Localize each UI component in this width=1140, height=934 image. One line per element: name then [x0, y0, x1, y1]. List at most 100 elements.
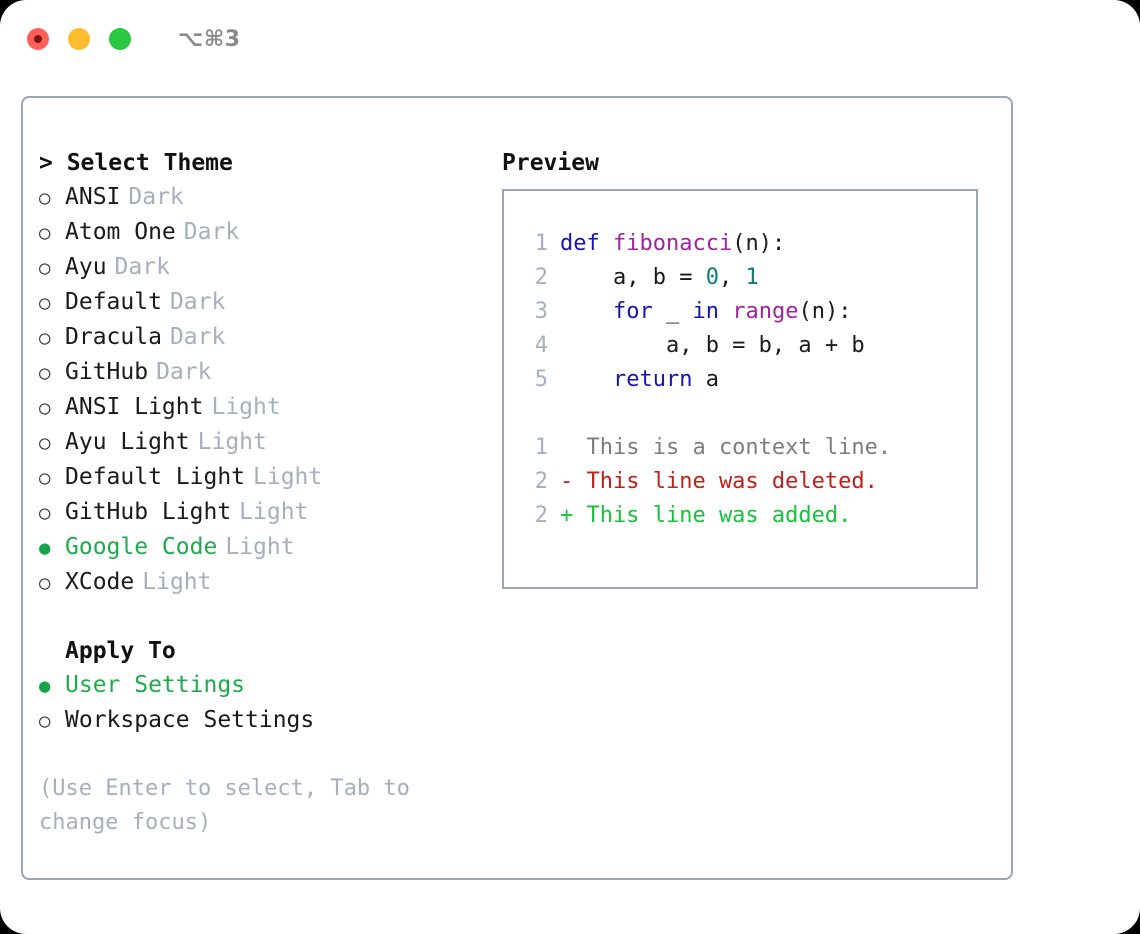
theme-option-variant: Light	[142, 569, 212, 595]
apply-to-option-label: User Settings	[65, 672, 246, 698]
code-token-plain: (n):	[732, 231, 786, 256]
radio-unselected-icon: ○	[39, 362, 51, 384]
theme-list-header: > Select Theme	[39, 150, 233, 176]
diff-line-del: 2- This line was deleted.	[522, 465, 976, 499]
theme-option-github[interactable]: ○ GitHub Dark	[39, 355, 488, 390]
theme-option-default[interactable]: ○ Default Dark	[39, 285, 488, 320]
code-token-plain: a, b =	[560, 265, 706, 290]
radio-unselected-icon: ○	[39, 502, 51, 524]
radio-unselected-icon: ○	[39, 292, 51, 314]
radio-selected-icon: ●	[39, 675, 51, 697]
line-number: 2	[534, 503, 548, 528]
radio-unselected-icon: ○	[39, 432, 51, 454]
radio-unselected-icon: ○	[39, 327, 51, 349]
theme-option-label: Default	[65, 289, 162, 315]
keyboard-shortcut-label: ⌥⌘3	[178, 26, 241, 52]
theme-option-label: XCode	[65, 569, 135, 595]
code-token-plain: a, b = b, a + b	[560, 333, 865, 358]
code-token-plain: ,	[718, 265, 746, 290]
theme-option-xcode[interactable]: ○ XCode Light	[39, 565, 488, 600]
radio-unselected-icon: ○	[39, 710, 51, 732]
diff-line-content: + This line was added.	[560, 503, 852, 528]
theme-option-variant: Dark	[169, 289, 226, 315]
theme-option-label: Default Light	[65, 464, 246, 490]
code-token-plain	[560, 299, 613, 324]
diff-sample: 1 This is a context line.2- This line wa…	[522, 431, 976, 533]
code-line-content: for _ in range(n):	[560, 295, 851, 329]
line-number: 1	[534, 231, 548, 256]
code-token-plain	[719, 299, 732, 324]
line-number: 4	[534, 333, 548, 358]
theme-option-atom-one[interactable]: ○ Atom One Dark	[39, 215, 488, 250]
diff-line-add: 2 + This line was added.	[522, 499, 976, 533]
radio-unselected-icon: ○	[39, 467, 51, 489]
theme-option-variant: Light	[239, 499, 309, 525]
radio-unselected-icon: ○	[39, 397, 51, 419]
code-token-kw: return	[612, 367, 693, 392]
radio-selected-icon: ●	[39, 537, 51, 559]
code-line-content: return a	[560, 363, 719, 397]
theme-option-variant: Light	[211, 394, 281, 420]
theme-option-variant: Dark	[114, 254, 170, 280]
theme-option-ayu[interactable]: ○ Ayu Dark	[39, 250, 488, 285]
code-token-plain: (n):	[798, 299, 852, 324]
close-icon	[34, 35, 42, 43]
theme-option-label: GitHub	[65, 359, 149, 385]
apply-to-options-list: ● User Settings ○ Workspace Settings	[39, 668, 488, 738]
theme-option-variant: Light	[225, 534, 295, 560]
apply-to-option-workspace-settings[interactable]: ○ Workspace Settings	[39, 703, 488, 738]
theme-option-variant: Dark	[156, 359, 212, 385]
theme-option-dracula[interactable]: ○ Dracula Dark	[39, 320, 488, 355]
theme-option-label: Atom One	[65, 219, 176, 245]
code-token-plain	[560, 367, 613, 392]
keyboard-hint-text: (Use Enter to select, Tab to change focu…	[39, 776, 410, 835]
code-line-content: def fibonacci(n):	[560, 227, 785, 261]
theme-option-ansi-light[interactable]: ○ ANSI Light Light	[39, 390, 488, 425]
code-token-plain: _	[652, 299, 693, 324]
code-diff-separator	[522, 397, 976, 431]
line-number: 2	[534, 265, 548, 290]
apply-to-title: Apply To	[65, 638, 176, 664]
radio-unselected-icon: ○	[39, 572, 51, 594]
minimize-window-button[interactable]	[68, 28, 90, 50]
radio-unselected-icon: ○	[39, 257, 51, 279]
theme-option-variant: Dark	[183, 219, 240, 245]
code-line: 2 a, b = 0, 1	[522, 261, 976, 295]
code-line-content: a, b = b, a + b	[560, 329, 865, 363]
diff-line-ctx: 1 This is a context line.	[522, 431, 976, 465]
code-token-kw: in	[692, 299, 719, 324]
code-token-fn: range	[732, 299, 799, 324]
section-spacer	[39, 600, 488, 634]
maximize-window-button[interactable]	[109, 28, 131, 50]
radio-unselected-icon: ○	[39, 222, 51, 244]
code-token-num: 1	[745, 265, 759, 290]
theme-option-label: Dracula	[65, 324, 162, 350]
apply-to-option-label: Workspace Settings	[65, 707, 315, 733]
window-controls	[27, 28, 131, 50]
code-line-content: a, b = 0, 1	[560, 261, 759, 295]
theme-option-label: ANSI	[65, 184, 121, 210]
code-line: 4 a, b = b, a + b	[522, 329, 976, 363]
radio-unselected-icon: ○	[39, 187, 51, 209]
theme-option-github-light[interactable]: ○ GitHub Light Light	[39, 495, 488, 530]
theme-option-ansi[interactable]: ○ ANSI Dark	[39, 180, 488, 215]
theme-option-label: GitHub Light	[65, 499, 232, 525]
code-token-num: 0	[705, 265, 719, 290]
code-token-fn: fibonacci	[612, 231, 733, 256]
line-number: 2	[534, 469, 548, 494]
close-window-button[interactable]	[27, 28, 49, 50]
apply-to-option-user-settings[interactable]: ● User Settings	[39, 668, 488, 703]
theme-option-label: ANSI Light	[65, 394, 204, 420]
code-token-kw: def	[560, 231, 613, 256]
theme-option-variant: Dark	[128, 184, 184, 210]
theme-option-label: Ayu	[65, 254, 107, 280]
theme-option-variant: Dark	[169, 324, 226, 350]
